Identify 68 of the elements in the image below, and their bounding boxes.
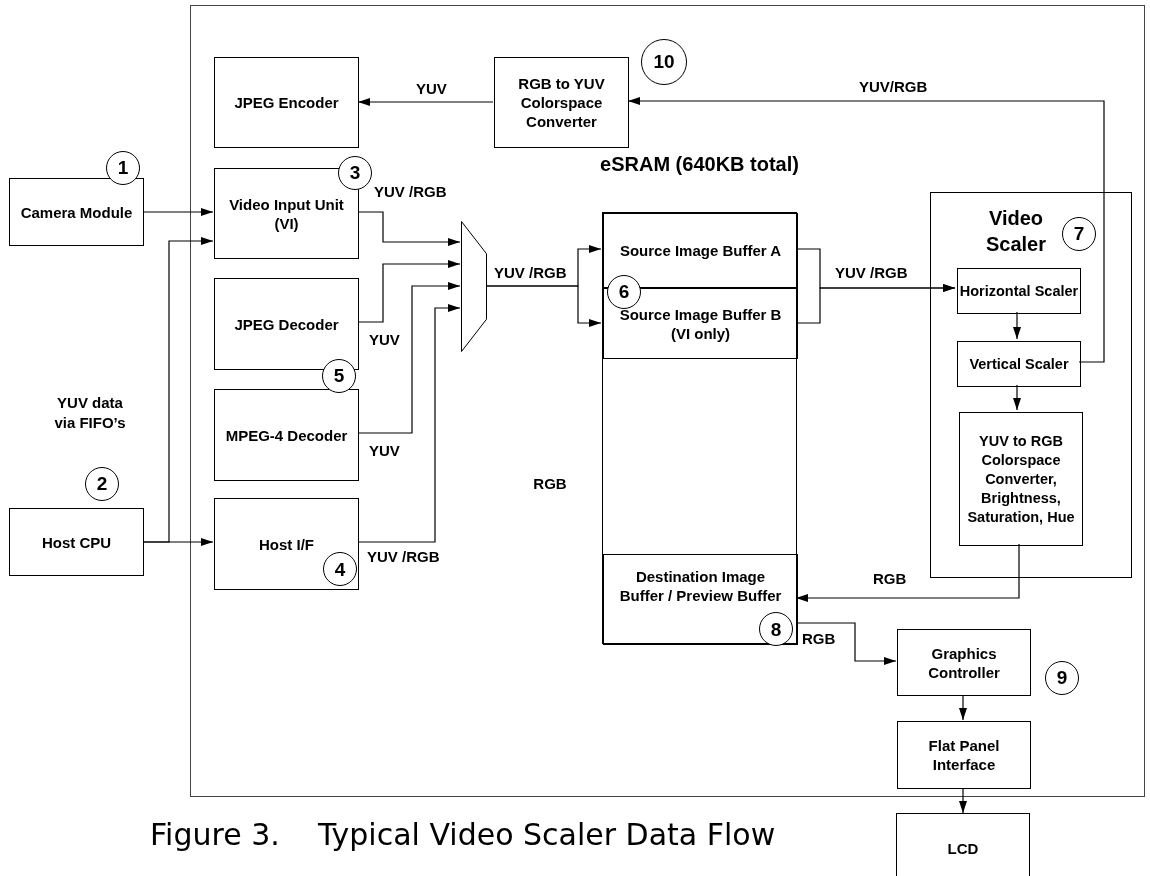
box-label: JPEG Encoder: [234, 93, 339, 112]
box-label: Flat Panel Interface: [927, 736, 1001, 774]
callout-number: 4: [323, 552, 357, 586]
arrow: [795, 543, 1020, 602]
group-heading: Video Scaler: [984, 206, 1048, 257]
process-box: [897, 721, 1031, 789]
edge-label: YUV /RGB: [373, 183, 448, 200]
box-label: JPEG Decoder: [234, 314, 339, 334]
callout-number: 6: [607, 275, 641, 309]
process-box: [959, 412, 1083, 546]
box-label: Source Image Buffer A: [619, 241, 782, 260]
process-box: [896, 813, 1030, 876]
buffer-region: [603, 554, 798, 645]
group-box: [930, 192, 1132, 578]
figure-caption: Figure 3. Typical Video Scaler Data Flow: [150, 816, 776, 854]
arrow: [143, 208, 214, 216]
box-label: Host CPU: [41, 532, 112, 552]
box-label: MPEG-4 Decoder: [225, 425, 348, 445]
arrow: [627, 97, 1105, 363]
callout-number: 2: [85, 467, 119, 501]
arrow: [357, 304, 461, 543]
process-box: [214, 57, 359, 148]
arrow: [357, 260, 461, 323]
block-heading: eSRAM (640KB total): [599, 152, 800, 177]
edge-label: YUV /RGB: [493, 264, 568, 281]
arrow: [959, 787, 967, 814]
box-label: RGB to YUV Colorspace Converter: [517, 74, 606, 131]
box-label: Destination Image Buffer / Preview Buffer: [618, 567, 783, 605]
arrow: [959, 694, 967, 721]
arrow: [357, 282, 461, 434]
box-label: Graphics Controller: [927, 643, 1001, 682]
process-box: [957, 268, 1081, 314]
process-box: [9, 508, 144, 576]
process-box: [214, 498, 359, 590]
box-label: Host I/F: [259, 534, 314, 554]
process-box: [214, 278, 359, 370]
arrow: [795, 622, 897, 665]
callout-number: 7: [1062, 217, 1096, 251]
box-label: Video Input Unit (VI): [228, 194, 345, 233]
arrow: [357, 98, 494, 106]
callout-number: 9: [1045, 661, 1079, 695]
arrow: [795, 284, 956, 324]
callout-number: 10: [641, 39, 687, 85]
box-label: Horizontal Scaler: [959, 281, 1079, 301]
process-box: [9, 178, 144, 246]
process-box: [214, 389, 359, 481]
edge-label: YUV /RGB: [366, 548, 441, 565]
process-box: [214, 168, 359, 259]
callout-number: 5: [322, 359, 356, 393]
box-label: LCD: [947, 838, 979, 858]
process-box: [897, 629, 1031, 696]
box-label: YUV to RGB Colorspace Converter, Brightness, Saturation, Hue: [966, 431, 1076, 527]
callout-number: 1: [106, 151, 140, 185]
callout-number: 8: [759, 612, 793, 646]
edge-label: YUV /RGB: [834, 264, 909, 281]
signal-label: RGB: [532, 474, 568, 494]
callout-number: 3: [338, 156, 372, 190]
arrow: [1013, 384, 1021, 411]
box-label: Camera Module: [20, 202, 133, 222]
process-box: [494, 57, 629, 148]
box-label: Vertical Scaler: [969, 354, 1069, 374]
arrow: [357, 211, 461, 246]
process-box: [957, 341, 1081, 387]
arrow: [143, 237, 214, 543]
edge-label: YUV/RGB: [858, 78, 929, 95]
arrow: [1013, 311, 1021, 340]
signal-label: YUV data via FIFO’s: [53, 393, 127, 433]
arrow: [485, 285, 602, 327]
